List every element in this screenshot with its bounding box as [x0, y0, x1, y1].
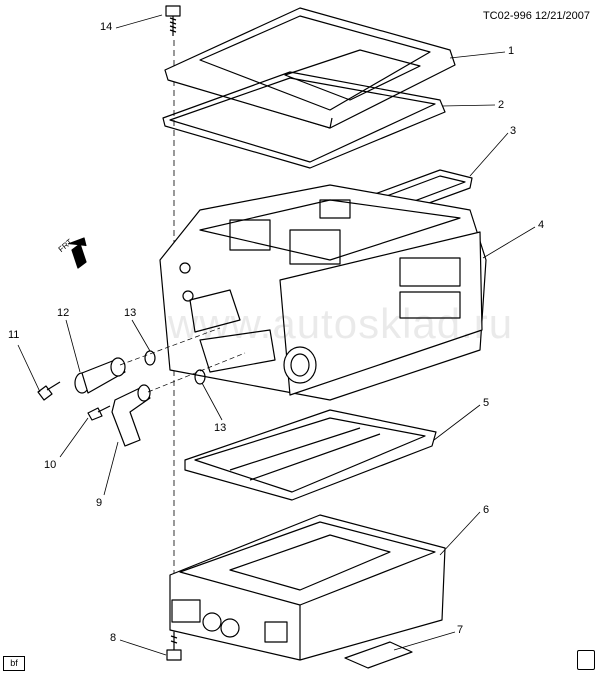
bolt-10 — [87, 405, 111, 421]
callout-13-upper: 13 — [124, 307, 137, 319]
o-ring-13-lower — [194, 369, 206, 385]
drawing-date: 12/21/2007 — [534, 10, 590, 22]
gasket-2 — [162, 71, 446, 169]
bolt-11 — [37, 381, 61, 401]
callout-14: 14 — [100, 21, 113, 33]
o-ring-13-upper — [144, 350, 156, 366]
callout-10: 10 — [44, 459, 57, 471]
callout-6: 6 — [483, 504, 490, 516]
drawing-reference: TC02-996 12/21/2007 — [483, 10, 590, 22]
callout-3: 3 — [510, 125, 517, 137]
top-cover-1 — [164, 7, 456, 129]
callout-11: 11 — [8, 329, 20, 341]
callout-1: 1 — [508, 45, 515, 57]
callout-5: 5 — [483, 397, 490, 409]
callout-2: 2 — [498, 99, 505, 111]
leader-lines — [17, 14, 536, 656]
lower-housing-6 — [169, 514, 446, 661]
publisher-logo-icon — [577, 650, 595, 670]
drawing-code: TC02-996 — [482, 10, 532, 22]
inverter-module-4 — [159, 184, 487, 401]
callout-12: 12 — [57, 307, 70, 319]
corner-tag: bf — [3, 656, 25, 671]
callout-7: 7 — [457, 624, 464, 636]
callout-8: 8 — [110, 632, 117, 644]
bolt-14 — [165, 5, 181, 36]
bolt-8 — [166, 632, 182, 661]
front-direction-icon — [67, 237, 87, 269]
watermark: www.autosklad.ru — [168, 300, 514, 347]
gasket-5 — [184, 409, 437, 501]
callout-9: 9 — [96, 497, 103, 509]
coolant-elbow-9 — [111, 384, 151, 447]
callout-4: 4 — [538, 219, 545, 231]
callout-13-lower: 13 — [214, 422, 227, 434]
coolant-fitting-12 — [74, 357, 126, 394]
label-7 — [344, 641, 413, 669]
